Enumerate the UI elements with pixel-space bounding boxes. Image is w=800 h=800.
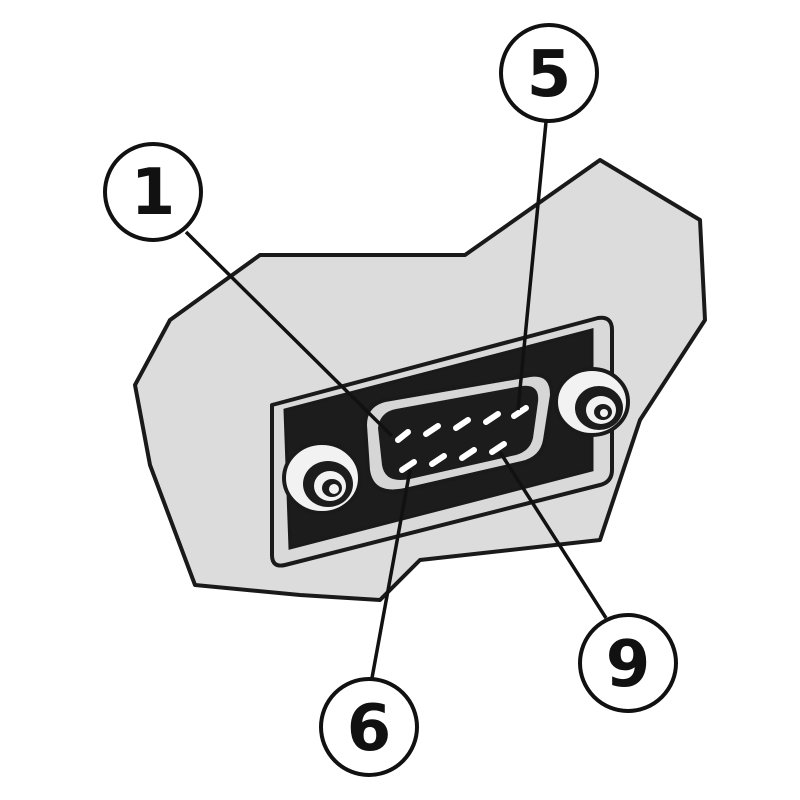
pin-9 bbox=[489, 441, 507, 455]
right-hex-nut bbox=[554, 367, 630, 437]
callout-9: 9 bbox=[578, 613, 678, 713]
leader-line-9 bbox=[498, 451, 608, 619]
pin-3 bbox=[453, 417, 471, 431]
callout-5: 5 bbox=[499, 23, 599, 123]
pin-5 bbox=[511, 405, 529, 419]
callout-9-label: 9 bbox=[606, 628, 651, 702]
dsub-cavity bbox=[378, 385, 539, 481]
callout-6: 6 bbox=[319, 677, 419, 777]
pin-4 bbox=[483, 411, 501, 425]
callout-6-label: 6 bbox=[347, 692, 392, 766]
leader-line-6 bbox=[370, 469, 412, 679]
leader-line-1 bbox=[184, 230, 394, 438]
pin-8 bbox=[459, 447, 477, 461]
pin-row-bottom bbox=[399, 441, 507, 473]
pin-2 bbox=[423, 423, 441, 437]
leader-lines bbox=[184, 121, 608, 679]
callout-5-label: 5 bbox=[527, 38, 572, 112]
leader-line-5 bbox=[516, 121, 548, 411]
callout-1-label: 1 bbox=[131, 156, 176, 230]
pin-6 bbox=[399, 459, 417, 473]
callout-1: 1 bbox=[103, 142, 203, 242]
pin-1 bbox=[395, 429, 411, 443]
left-hex-nut bbox=[282, 441, 362, 515]
pin-row-top bbox=[395, 405, 529, 443]
pin-7 bbox=[429, 453, 447, 467]
